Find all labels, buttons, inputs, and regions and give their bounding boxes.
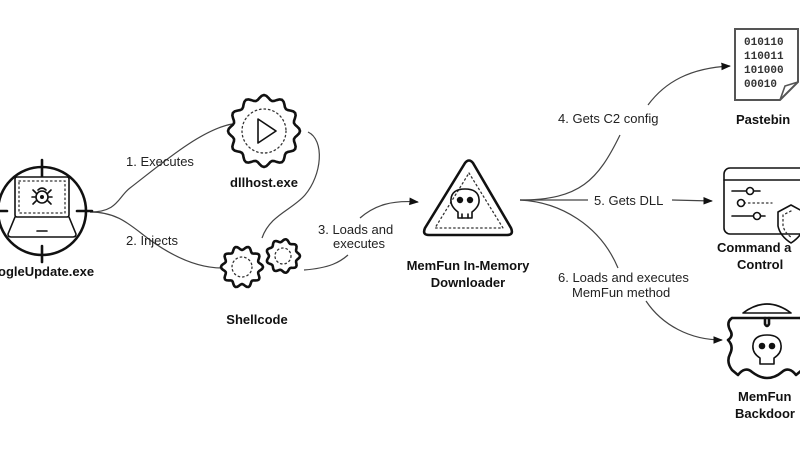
node-downloader: MemFun In-Memory Downloader [407, 159, 531, 290]
node-label-backdoor-line1: MemFun [738, 389, 792, 404]
node-backdoor: MemFun Backdoor [726, 303, 800, 421]
node-label-shellcode: Shellcode [226, 312, 287, 327]
edge-label-gets-dll: 5. Gets DLL [594, 193, 663, 208]
edge-label-loads-executes-line1: 3. Loads and [318, 222, 393, 237]
skull-icon [752, 334, 782, 365]
binary-line-2: 110011 [744, 51, 784, 63]
node-c2: Command a Control [717, 167, 800, 272]
edge-loads-memfun [519, 199, 723, 344]
laptop-target-icon [0, 158, 94, 264]
node-label-c2-line2: Control [737, 257, 783, 272]
edge-label-loads-memfun-line1: 6. Loads and executes [558, 270, 689, 285]
edge-label-injects: 2. Injects [126, 233, 179, 248]
node-label-googleupdate: ogleUpdate.exe [0, 264, 94, 279]
binary-document-icon: 010110 110011 101000 00010 [734, 28, 799, 101]
edge-label-loads-memfun-line2: MemFun method [572, 285, 670, 300]
node-label-downloader-line1: MemFun In-Memory [407, 258, 531, 273]
edge-gets-dll [520, 196, 713, 205]
node-pastebin: 010110 110011 101000 00010 Pastebin [734, 28, 799, 127]
node-label-downloader-line2: Downloader [431, 275, 505, 290]
edge-label-executes: 1. Executes [126, 154, 194, 169]
control-panel-shield-icon [723, 167, 800, 244]
node-shellcode: Shellcode [219, 237, 302, 327]
binary-line-3: 101000 [744, 65, 784, 77]
binary-line-1: 010110 [744, 37, 784, 49]
gear-play-icon [226, 93, 302, 169]
node-label-pastebin: Pastebin [736, 112, 790, 127]
edge-label-loads-executes-line2: executes [333, 236, 386, 251]
edge-label-gets-c2-config: 4. Gets C2 config [558, 111, 658, 126]
edge-loads-executes [303, 197, 419, 271]
node-label-backdoor-line2: Backdoor [735, 406, 795, 421]
edge-executes [89, 123, 233, 213]
node-label-c2-line1: Command a [717, 240, 792, 255]
bug-skull-icon [726, 303, 800, 380]
edge-injects [89, 211, 223, 269]
node-dllhost: dllhost.exe [226, 93, 302, 190]
edge-gets-c2-config [519, 62, 731, 201]
gears-icon [219, 237, 302, 289]
skull-icon [450, 188, 480, 219]
binary-line-4: 00010 [744, 79, 777, 91]
warning-skull-icon [422, 159, 514, 237]
edge-dllhost-to-shellcode [261, 131, 320, 239]
node-label-dllhost: dllhost.exe [230, 175, 298, 190]
node-googleupdate: ogleUpdate.exe [0, 158, 94, 279]
